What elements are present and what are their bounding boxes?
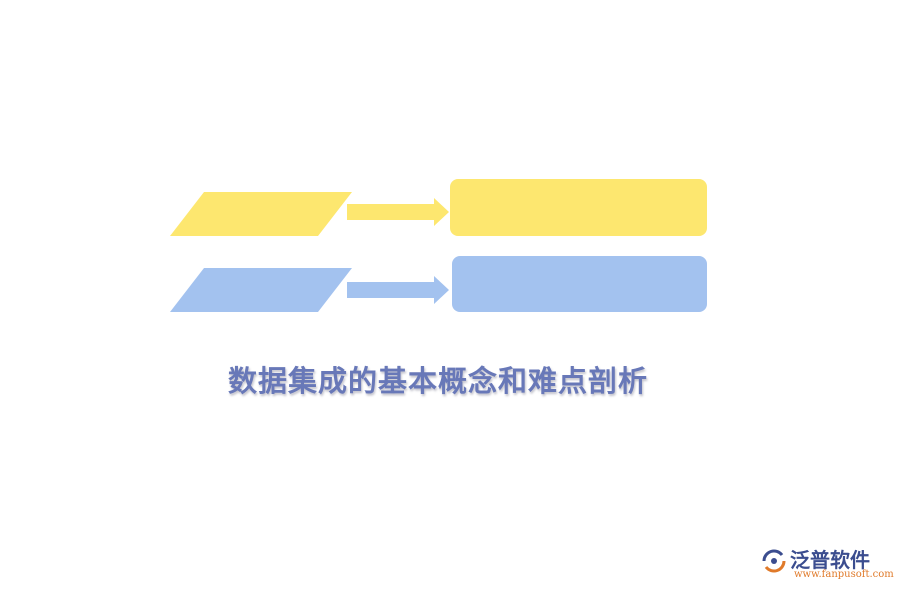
brand-name: 泛普软件 [790,548,870,572]
arrow-1 [347,198,449,226]
arrow-2 [347,276,449,304]
brand-mark-icon [762,549,786,573]
output-box-1 [450,179,707,236]
brand-url: www.fanpusoft.com [794,569,894,580]
input-parallelogram-2 [170,268,352,312]
brand-logo: 泛普软件 www.fanpusoft.com [760,542,894,586]
diagram-title: 数据集成的基本概念和难点剖析 [227,364,648,398]
output-box-2 [452,256,707,312]
input-parallelogram-1 [170,192,352,236]
